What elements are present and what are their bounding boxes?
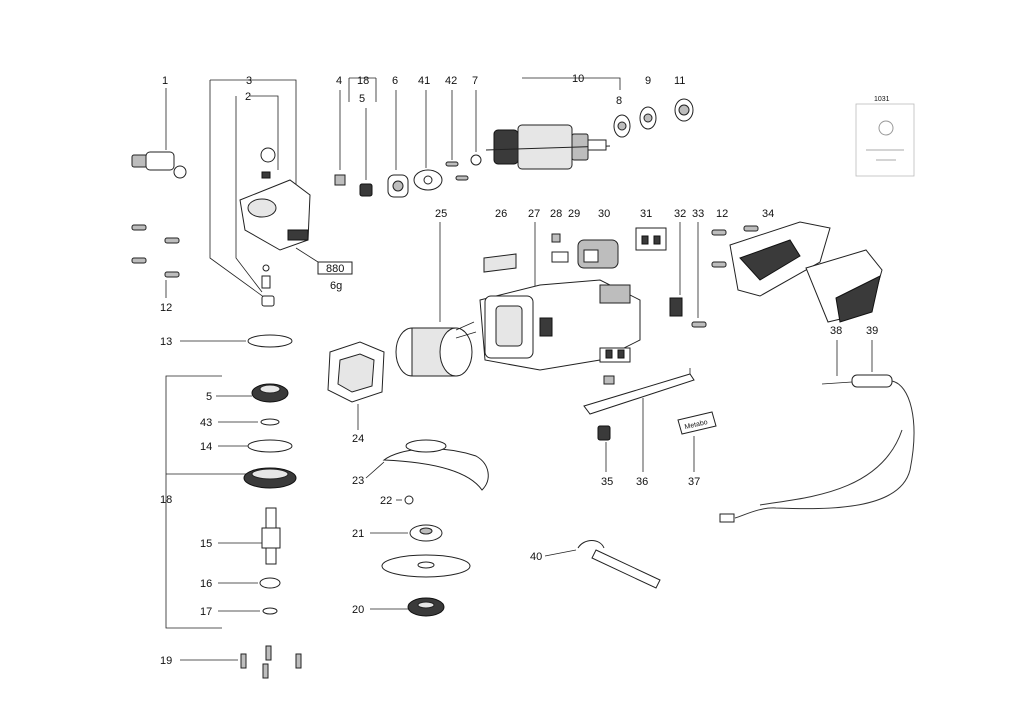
label-41: 41: [418, 75, 430, 87]
label-2: 2: [245, 91, 251, 103]
label-16: 16: [200, 578, 212, 590]
label-10: 10: [572, 73, 584, 85]
flange-21: 21: [352, 524, 443, 542]
gear-shaft-parts: 4 18 5 6 41 42 7: [334, 75, 482, 198]
motor-housing-labels: 25 26 27 28 29 30 31 32 33 12 34: [435, 208, 774, 322]
label-12a: 12: [160, 302, 172, 314]
grease-tube: 880 6g: [295, 247, 353, 292]
label-27: 27: [528, 208, 540, 220]
label-18b: 18: [160, 494, 172, 506]
inset-code: 1031: [874, 96, 890, 103]
armature-10: 10 8 9 11: [485, 73, 694, 170]
wrench-40: 40: [530, 540, 661, 589]
power-cable: 38 39: [719, 325, 915, 523]
label-42: 42: [445, 75, 457, 87]
label-8: 8: [616, 95, 622, 107]
label-29: 29: [568, 208, 580, 220]
label-strip-26: [483, 253, 517, 273]
label-32: 32: [674, 208, 686, 220]
detail-inset: 1031: [855, 96, 915, 177]
label-9: 9: [645, 75, 651, 87]
grease-tube-text: 880: [326, 263, 344, 275]
label-6: 6: [392, 75, 398, 87]
label-23: 23: [352, 475, 364, 487]
label-7: 7: [472, 75, 478, 87]
clamping-nut-20: 20: [352, 597, 445, 617]
label-34: 34: [762, 208, 774, 220]
label-17: 17: [200, 606, 212, 618]
label-33: 33: [692, 208, 704, 220]
label-39: 39: [866, 325, 878, 337]
brand-label-37: Metabo 37: [677, 411, 717, 488]
label-28: 28: [550, 208, 562, 220]
grease-tube-amount: 6g: [330, 280, 342, 292]
label-15: 15: [200, 538, 212, 550]
guard-23: 23 22: [352, 439, 489, 507]
label-20: 20: [352, 604, 364, 616]
stator-25: [395, 321, 477, 377]
label-4: 4: [336, 75, 342, 87]
label-35: 35: [601, 476, 613, 488]
grinding-disc: [381, 554, 471, 578]
guard-24: 24: [327, 341, 385, 445]
label-1: 1: [162, 75, 168, 87]
label-5a: 5: [359, 93, 365, 105]
label-37: 37: [688, 476, 700, 488]
label-30: 30: [598, 208, 610, 220]
label-14: 14: [200, 441, 212, 453]
label-13: 13: [160, 336, 172, 348]
label-18a: 18: [357, 75, 369, 87]
label-40: 40: [530, 551, 542, 563]
screws-12-left: 12: [131, 224, 180, 314]
brush-parts-28-31: [551, 227, 667, 269]
label-24: 24: [352, 433, 364, 445]
label-38: 38: [830, 325, 842, 337]
label-22: 22: [380, 495, 392, 507]
part-3-gear-housing: 3 2: [209, 75, 311, 307]
label-3: 3: [246, 75, 252, 87]
bracket-36: 36 35: [583, 368, 695, 488]
label-19: 19: [160, 655, 172, 667]
label-12b: 12: [716, 208, 728, 220]
label-5b: 5: [206, 391, 212, 403]
label-43: 43: [200, 417, 212, 429]
parts-32-33: [669, 297, 707, 328]
label-25: 25: [435, 208, 447, 220]
label-31: 31: [640, 208, 652, 220]
label-26: 26: [495, 208, 507, 220]
part-1-switch-rod: 1: [131, 75, 187, 179]
parts-under-housing: [599, 347, 631, 385]
label-11: 11: [674, 75, 685, 87]
gear-assembly-left: 13 18 5 43 14 15 16 17 19: [160, 334, 302, 679]
label-21: 21: [352, 528, 364, 540]
rear-housing-34: [711, 221, 883, 323]
label-36: 36: [636, 476, 648, 488]
